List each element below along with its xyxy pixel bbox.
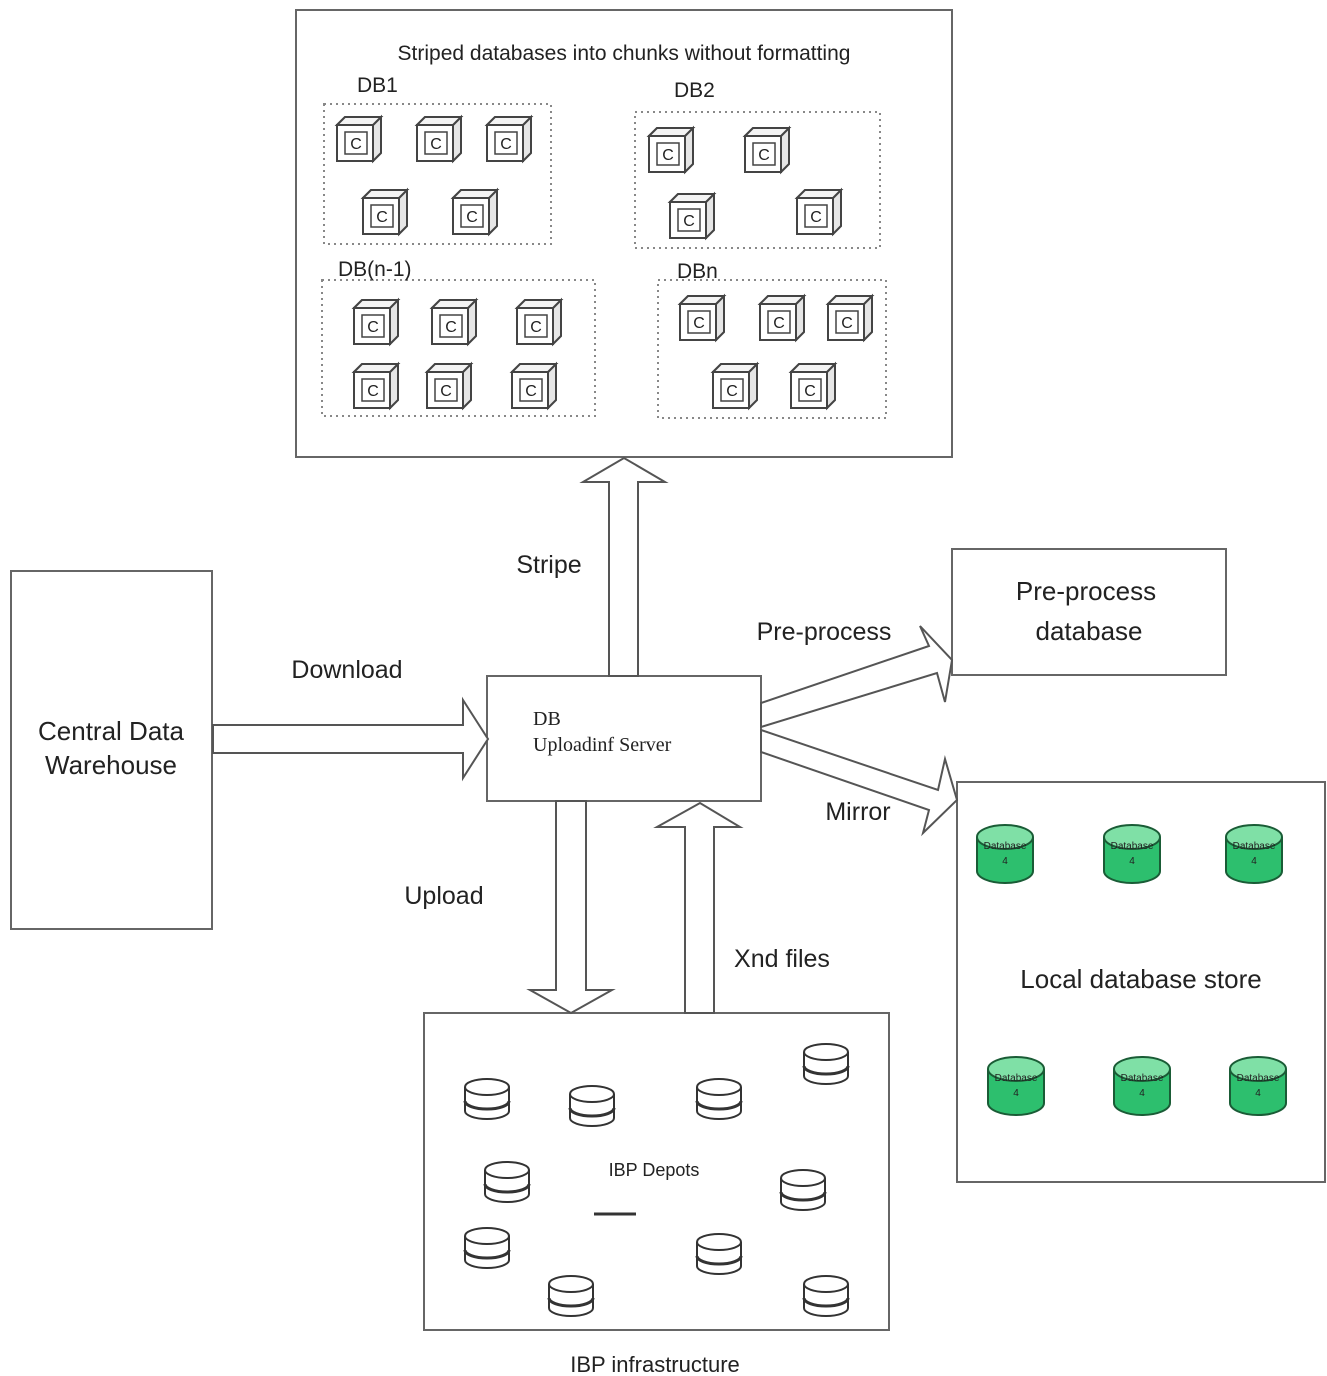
- depot-cylinder-icon: [463, 1077, 511, 1121]
- chunk-icon: [796, 189, 842, 235]
- depot-cylinder-icon: [695, 1077, 743, 1121]
- cylinder-sub: 4: [1251, 856, 1257, 867]
- xnd-files-arrow: Xnd files: [653, 801, 830, 1014]
- depot-cylinder-icon: [695, 1232, 743, 1276]
- xnd-files-label: Xnd files: [734, 945, 830, 973]
- cylinder-label: Database: [1111, 841, 1154, 852]
- server-label-line1: DB: [533, 708, 561, 730]
- database-cylinder-icon: Database 4: [1225, 824, 1283, 884]
- cylinder-sub: 4: [1002, 856, 1008, 867]
- chunk-icon: [790, 363, 836, 409]
- depot-cylinder-icon: [802, 1042, 850, 1086]
- download-arrow: Download: [212, 656, 490, 782]
- ibp-caption: IBP infrastructure: [570, 1352, 740, 1376]
- chunk-icon: [452, 189, 498, 235]
- chunk-icon: [679, 295, 725, 341]
- upload-arrow: Upload: [404, 800, 616, 1015]
- chunk-icon: [648, 127, 694, 173]
- preprocess-label: Pre-process: [757, 618, 892, 646]
- mirror-arrow: Mirror: [760, 728, 959, 837]
- cylinder-sub: 4: [1129, 856, 1135, 867]
- chunk-icon: [353, 299, 399, 345]
- cylinder-sub: 4: [1255, 1088, 1261, 1099]
- depot-cylinder-icon: [547, 1274, 595, 1318]
- database-cylinder-icon: Database 4: [1229, 1056, 1287, 1116]
- local-store-label: Local database store: [1020, 964, 1261, 994]
- preprocess-arrow: Pre-process: [757, 618, 954, 729]
- cylinder-label: Database: [1233, 841, 1276, 852]
- chunk-icon: [516, 299, 562, 345]
- server-label-line2: Uploadinf Server: [533, 734, 672, 756]
- cylinder-sub: 4: [1013, 1088, 1019, 1099]
- depot-cylinder-icon: [463, 1226, 511, 1270]
- stripe-label: Stripe: [516, 551, 581, 579]
- db-group-label: DB1: [357, 74, 398, 97]
- striped-databases-box: Striped databases into chunks without fo…: [295, 9, 953, 458]
- chunk-icon: [712, 363, 758, 409]
- preprocess-label-line2: database: [1036, 616, 1143, 646]
- cylinder-sub: 4: [1139, 1088, 1145, 1099]
- cylinder-label: Database: [984, 841, 1027, 852]
- stripe-arrow: Stripe: [516, 456, 669, 677]
- download-label: Download: [291, 656, 402, 684]
- striped-box-title: Striped databases into chunks without fo…: [398, 42, 851, 65]
- central-label-line2: Warehouse: [45, 750, 177, 780]
- chunk-icon: [744, 127, 790, 173]
- chunk-icon: [431, 299, 477, 345]
- db-upload-server-box: DB Uploadinf Server: [486, 675, 762, 802]
- chunk-icon: [426, 363, 472, 409]
- ibp-infrastructure-box: IBP Depots: [423, 1012, 890, 1331]
- mirror-label: Mirror: [825, 798, 890, 826]
- ibp-depots-label: IBP Depots: [609, 1160, 700, 1180]
- db-group-label: DBn: [677, 260, 718, 283]
- depot-cylinder-icon: [779, 1168, 827, 1212]
- database-cylinder-icon: Database 4: [976, 824, 1034, 884]
- db-group-label: DB(n-1): [338, 258, 412, 281]
- chunk-icon: [669, 193, 715, 239]
- depot-cylinder-icon: [568, 1084, 616, 1128]
- chunk-icon: [336, 116, 382, 162]
- db-group-db2: DB2: [634, 79, 881, 249]
- preprocess-database-box: Pre-process database: [951, 548, 1227, 676]
- central-data-warehouse-box: Central Data Warehouse: [10, 570, 213, 930]
- database-cylinder-icon: Database 4: [987, 1056, 1045, 1116]
- chunk-icon: [511, 363, 557, 409]
- db-group-dbn: DBn: [657, 260, 887, 419]
- cylinder-label: Database: [1121, 1073, 1164, 1084]
- preprocess-label-line1: Pre-process: [1016, 576, 1156, 606]
- cylinder-label: Database: [1237, 1073, 1280, 1084]
- chunk-icon: [362, 189, 408, 235]
- central-label-line1: Central Data: [38, 716, 184, 746]
- upload-label: Upload: [404, 882, 483, 910]
- depot-cylinder-icon: [802, 1274, 850, 1318]
- chunk-icon: [416, 116, 462, 162]
- chunk-icon: [353, 363, 399, 409]
- db-group-label: DB2: [674, 79, 715, 102]
- database-cylinder-icon: Database 4: [1103, 824, 1161, 884]
- chunk-icon: [827, 295, 873, 341]
- cylinder-label: Database: [995, 1073, 1038, 1084]
- db-group-db-n-minus-1: DB(n-1): [321, 258, 596, 417]
- chunk-icon: [759, 295, 805, 341]
- chunk-icon: [486, 116, 532, 162]
- db-group-db1: DB1: [323, 74, 552, 245]
- database-cylinder-icon: Database 4: [1113, 1056, 1171, 1116]
- local-database-store-box: Local database store Database 4 Database…: [956, 781, 1326, 1183]
- depot-cylinder-icon: [483, 1160, 531, 1204]
